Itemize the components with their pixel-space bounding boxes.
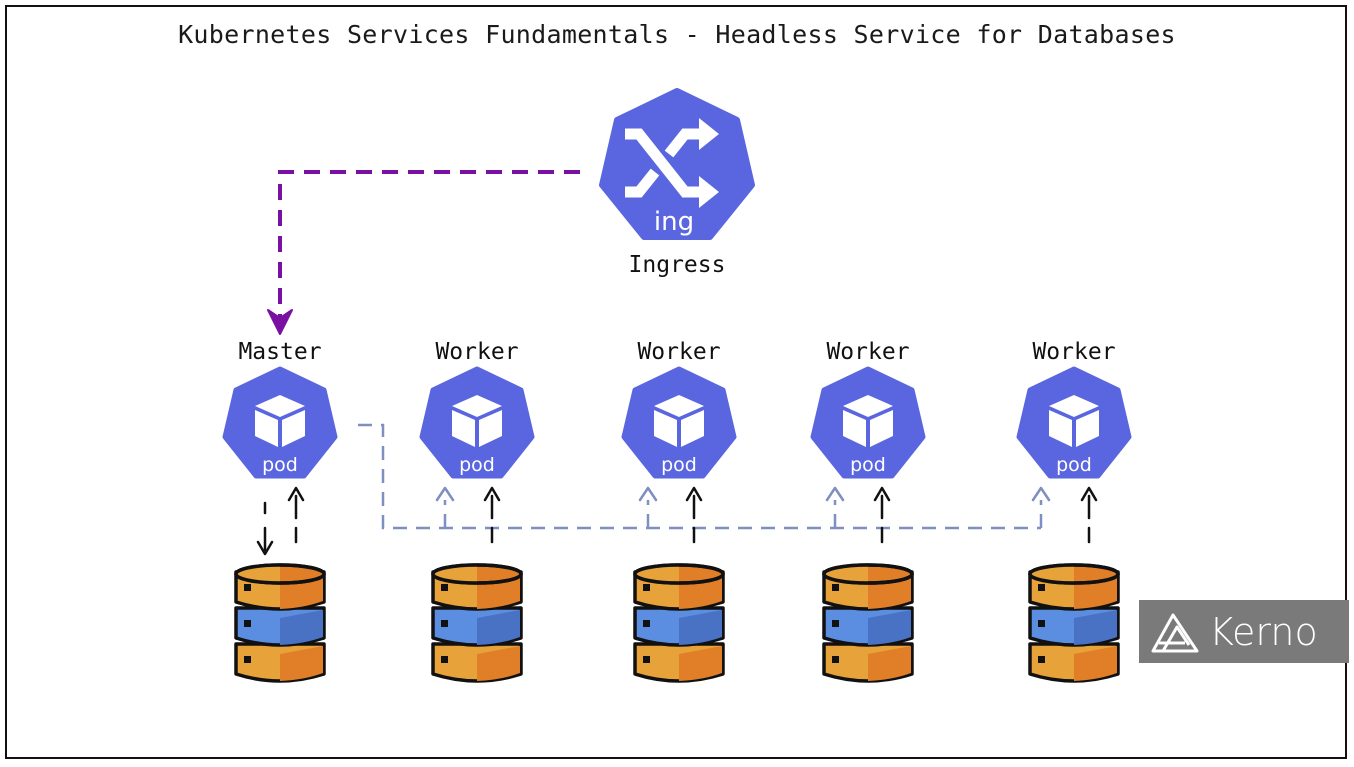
database-icon (633, 563, 725, 683)
node-worker-2: Worker pod (621, 339, 737, 683)
node-label: Master (238, 339, 321, 365)
ingress-to-master-connector (267, 170, 580, 335)
pod-icon: pod (1016, 366, 1132, 479)
shuffle-arrows-icon (625, 128, 701, 198)
node-worker-1: Worker pod (419, 339, 535, 683)
pod-icon: pod (810, 366, 926, 479)
kerno-logo-icon (1151, 613, 1199, 652)
node-master-0: Master pod (222, 339, 338, 683)
node-label: Worker (435, 339, 518, 365)
pod-icon-text: pod (262, 454, 298, 476)
cube-icon (1049, 395, 1099, 447)
cube-icon (255, 395, 305, 447)
pod-icon-text: pod (850, 454, 886, 476)
replication-connector (358, 423, 1043, 530)
diagram-title: Kubernetes Services Fundamentals - Headl… (178, 20, 1176, 49)
ingress-icon-text: ing (654, 207, 694, 237)
node-worker-4: Worker pod (1016, 339, 1132, 683)
cube-icon (654, 395, 704, 447)
pod-db-connectors (256, 486, 1098, 556)
cube-icon (843, 395, 893, 447)
pod-icon: pod (621, 366, 737, 479)
node-worker-3: Worker pod (810, 339, 926, 683)
pod-icon-text: pod (1056, 454, 1092, 476)
pod-icon-text: pod (661, 454, 697, 476)
database-icon (234, 563, 326, 683)
replication-arrowheads (435, 486, 1051, 502)
node-label: Worker (1032, 339, 1115, 365)
database-icon (1028, 563, 1120, 683)
kerno-logo: Kerno (1139, 600, 1349, 663)
ingress-label: Ingress (629, 252, 726, 278)
node-label: Worker (826, 339, 909, 365)
database-icon (431, 563, 523, 683)
pod-icon: pod (222, 366, 338, 479)
pod-icon: pod (419, 366, 535, 479)
cube-icon (452, 395, 502, 447)
pods-layer: MasterpodWorkerpodWorkerpodWorkerpodWork… (222, 339, 1132, 683)
node-label: Worker (637, 339, 720, 365)
kerno-logo-text: Kerno (1209, 609, 1318, 654)
pod-icon-text: pod (459, 454, 495, 476)
ingress-icon: ing (599, 88, 755, 240)
database-icon (822, 563, 914, 683)
